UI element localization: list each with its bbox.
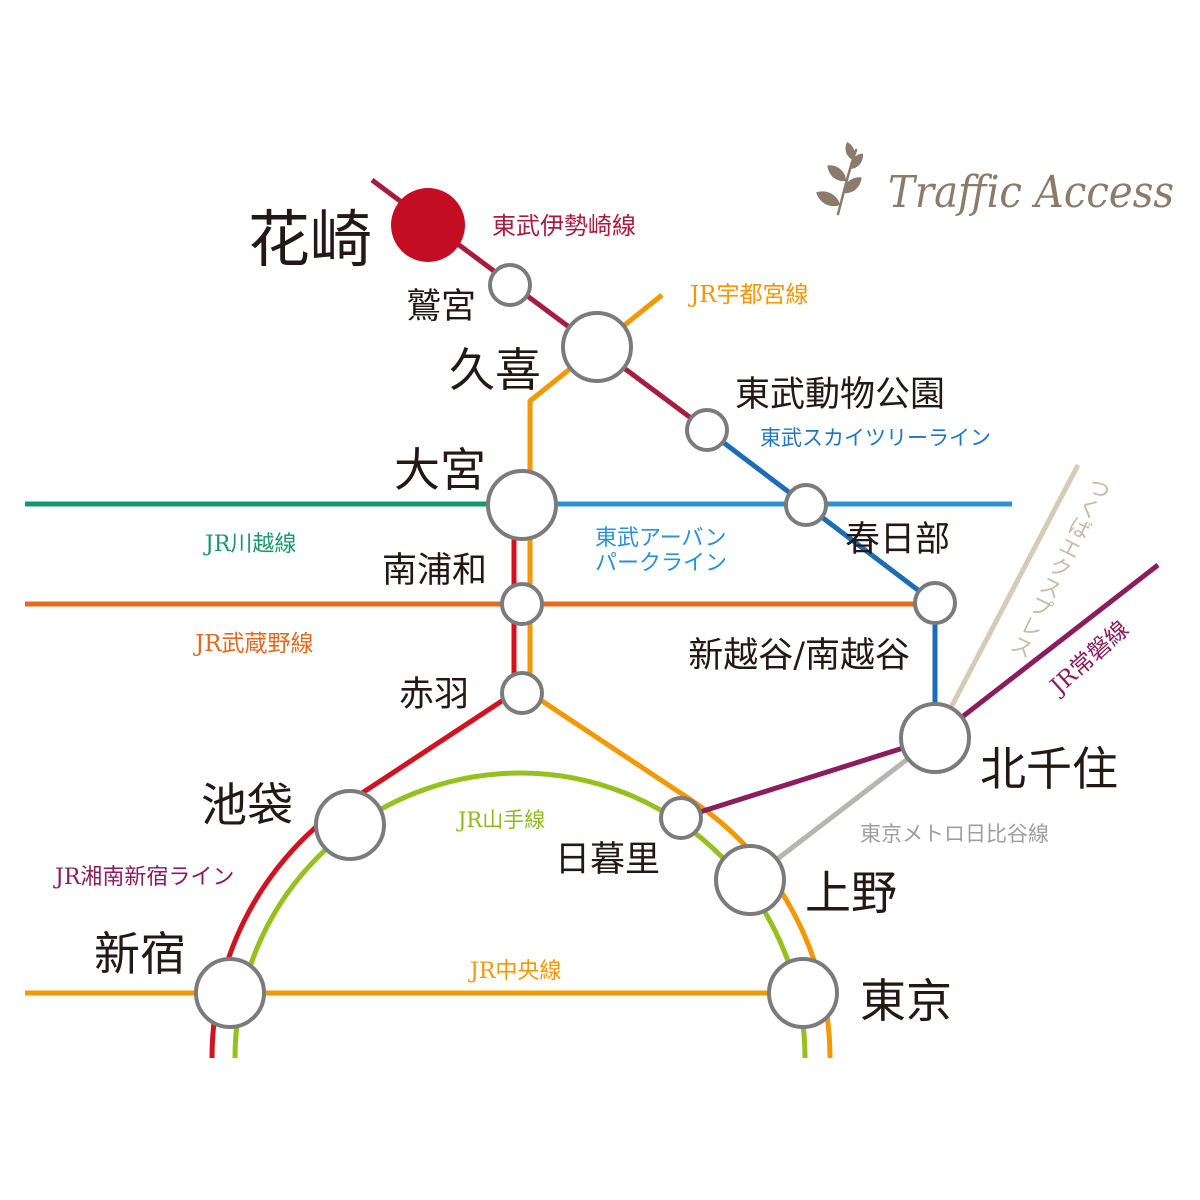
page-title: Traffic Access	[888, 167, 1174, 218]
line-label-jr-chuo: JR中央線	[468, 959, 561, 984]
station-nippori	[659, 796, 703, 840]
line-label-tobu-urban-park-1: 東武アーバン	[595, 526, 727, 551]
leaf-ornament-leaf	[845, 142, 855, 160]
station-kasukabe	[784, 483, 828, 527]
station-hanasaki	[391, 188, 465, 262]
line-label-tobu-skytree: 東武スカイツリーライン	[760, 426, 991, 450]
line-label-jr-musashino: JR武蔵野線	[193, 631, 314, 657]
station-omiya	[486, 469, 558, 541]
line-label-jr-yamanote: JR山手線	[456, 808, 545, 832]
line-tobu-skytree	[705, 428, 938, 738]
station-label-shinjuku: 新宿	[94, 927, 186, 981]
stations	[194, 188, 971, 1029]
line-label-jr-kawagoe: JR川越線	[203, 532, 296, 557]
station-label-shin-koshigaya: 新越谷/南越谷	[688, 636, 910, 676]
station-tokyo	[767, 957, 839, 1029]
line-jr-yamanote	[232, 770, 808, 1059]
station-label-kuki: 久喜	[449, 343, 541, 397]
line-label-tokyo-metro-hibiya: 東京メトロ日比谷線	[860, 822, 1049, 846]
station-ueno	[714, 844, 786, 916]
station-label-minami-urawa: 南浦和	[382, 551, 487, 591]
line-label-jr-utsunomiya: JR宇都宮線	[688, 282, 809, 308]
station-label-tokyo: 東京	[860, 974, 952, 1028]
station-label-kita-senju: 北千住	[980, 742, 1118, 796]
title-group: Traffic Access	[816, 142, 1174, 218]
station-label-omiya: 大宮	[394, 443, 486, 497]
station-label-tobu-dobutsu-koen: 東武動物公園	[735, 375, 945, 415]
line-tsukuba-express	[932, 463, 1081, 740]
station-label-hanasaki: 花崎	[248, 203, 372, 276]
station-akabane	[500, 671, 544, 715]
leaf-ornament-icon	[816, 142, 864, 216]
leaf-ornament-leaf	[827, 165, 846, 182]
station-tobu-dobutsu-koen	[685, 408, 729, 452]
line-label-jr-shonan-shinjuku: JR湘南新宿ライン	[53, 865, 234, 890]
station-label-washinomiya: 鷲宮	[406, 287, 476, 327]
station-shin-koshigaya	[913, 581, 957, 625]
line-tokyo-metro-hibiya	[748, 736, 937, 882]
station-shinjuku	[194, 957, 266, 1029]
leaf-ornament-leaf	[849, 153, 864, 169]
station-ikebukuro	[314, 789, 386, 861]
station-minami-urawa	[500, 582, 544, 626]
station-kita-senju	[899, 702, 971, 774]
station-label-ikebukuro: 池袋	[201, 778, 293, 832]
station-washinomiya	[488, 263, 532, 307]
line-label-jr-joban: JR常磐線	[1044, 616, 1134, 701]
line-label-tobu-isesaki: 東武伊勢崎線	[492, 212, 636, 240]
station-label-ueno: 上野	[805, 866, 897, 920]
line-label-tobu-urban-park-2: パークライン	[595, 551, 727, 576]
station-kuki	[561, 311, 633, 383]
leaf-ornament-leaf	[843, 177, 862, 194]
station-label-nippori: 日暮里	[555, 840, 660, 880]
leaf-ornament-leaf	[816, 191, 840, 207]
station-labels: 花崎 鷲宮 久喜 東武動物公園 大宮 春日部 南浦和 新越谷/南越谷 赤羽 北千…	[94, 203, 1118, 1028]
station-label-akabane: 赤羽	[399, 675, 469, 715]
station-label-kasukabe: 春日部	[845, 520, 950, 560]
